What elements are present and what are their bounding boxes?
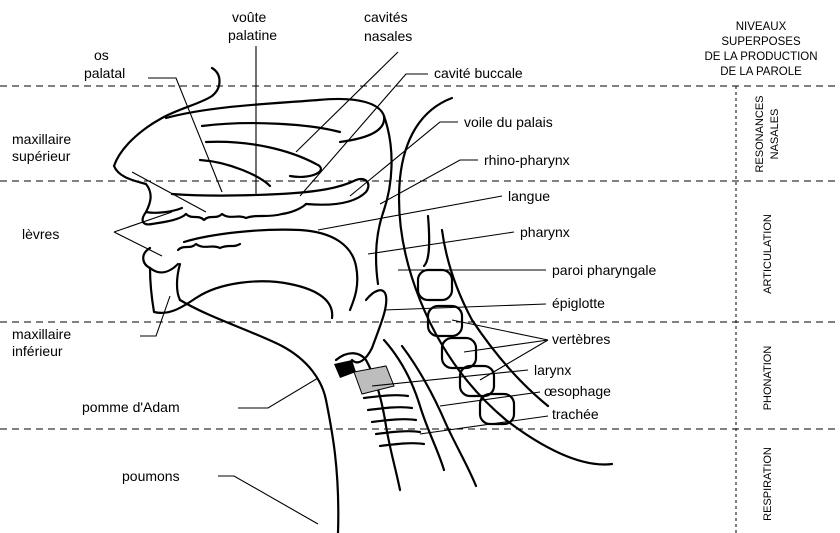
label-poumons: poumons — [122, 468, 180, 484]
label-vertebres: vertèbres — [552, 331, 610, 347]
label-voile: voile du palais — [464, 114, 553, 130]
leader-maxinf — [140, 296, 170, 336]
label-maxsup-2: supérieur — [12, 148, 71, 164]
level-labels: RESONANCES NASALES ARTICULATION PHONATIO… — [754, 95, 781, 520]
label-voute-1: voûte — [232, 9, 266, 25]
label-os-1: os — [94, 47, 109, 63]
vertebra-1 — [418, 270, 452, 300]
lower-lip — [143, 248, 178, 272]
label-trachee: trachée — [552, 406, 599, 422]
tongue-surface — [184, 230, 357, 310]
label-larynx: larynx — [534, 362, 571, 378]
tracheal-rings — [364, 395, 424, 446]
mandible-inner — [177, 264, 180, 300]
leader-levres-2 — [114, 232, 162, 256]
leader-poumons — [218, 476, 318, 524]
anatomy-labels: voûte palatine cavités nasales os palata… — [12, 9, 657, 484]
label-rhino: rhino-pharynx — [484, 152, 570, 168]
label-langue: langue — [508, 188, 550, 204]
header-line-2: SUPERPOSES — [721, 36, 801, 48]
larynx-cartilage — [354, 366, 394, 394]
hard-palate — [172, 179, 368, 205]
epiglottis-shape — [352, 290, 386, 362]
leader-maxsup — [132, 172, 206, 212]
level-respiration: RESPIRATION — [762, 447, 774, 521]
label-maxinf-2: inférieur — [12, 343, 63, 359]
label-pomme-adam: pomme d'Adam — [82, 399, 180, 415]
leader-pomme-adam — [238, 378, 318, 408]
upper-teeth — [186, 204, 306, 220]
label-pharynx: pharynx — [520, 224, 570, 240]
header-line-1: NIVEAUX — [736, 21, 787, 33]
label-cavites-2: nasales — [364, 28, 412, 44]
nasopharynx-wall — [376, 116, 392, 284]
label-maxsup-1: maxillaire — [12, 131, 71, 147]
leader-cavite-buccale — [300, 74, 428, 196]
vertebra-spine-back — [424, 216, 548, 406]
header-line-3: DE LA PRODUCTION — [704, 51, 817, 63]
header-line-4: DE LA PAROLE — [720, 66, 802, 78]
leader-cavites — [296, 52, 398, 152]
label-cavites-1: cavités — [364, 9, 408, 25]
label-levres: lèvres — [22, 226, 59, 242]
label-cavite-buccale: cavité buccale — [434, 65, 523, 81]
leader-rhino — [380, 160, 478, 204]
label-voute-2: palatine — [228, 27, 277, 43]
level-dividers — [0, 86, 840, 533]
vocal-fold-dark — [334, 360, 356, 378]
turbinate-middle — [206, 142, 321, 177]
leader-os-palatal — [148, 78, 222, 192]
leader-larynx — [372, 370, 528, 386]
neck-front — [180, 300, 338, 533]
level-resonances: RESONANCES — [754, 95, 766, 172]
label-os-2: palatal — [84, 65, 125, 81]
level-phonation: PHONATION — [762, 346, 774, 411]
turbinate-upper — [202, 123, 340, 132]
anatomy-drawing — [114, 68, 612, 533]
leader-langue — [318, 196, 502, 230]
level-articulation: ARTICULATION — [762, 214, 774, 294]
label-maxinf-1: maxillaire — [12, 326, 71, 342]
label-epiglotte: épiglotte — [552, 295, 605, 311]
upper-lip — [146, 208, 182, 213]
larynx-back — [384, 340, 444, 470]
header-title: NIVEAUX SUPERPOSES DE LA PRODUCTION DE L… — [704, 21, 817, 78]
leader-pharynx — [368, 232, 514, 254]
leader-trachee — [420, 416, 548, 434]
vertebrae-column — [418, 216, 548, 424]
label-paroi: paroi pharyngale — [552, 262, 657, 278]
label-oesophage: œsophage — [544, 383, 611, 399]
level-resonances-line2: NASALES — [769, 109, 781, 160]
lower-teeth — [178, 244, 240, 250]
